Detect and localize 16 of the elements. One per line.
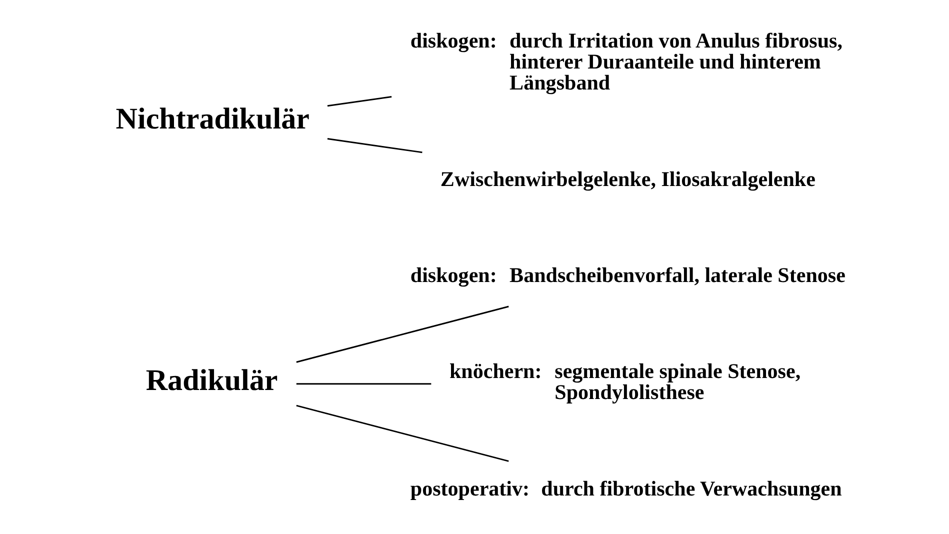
- node-text: diskogen:: [410, 28, 496, 52]
- node-text: Radikulär: [145, 362, 278, 397]
- node-label: durch Irritation von Anulus fibrosus, hinterer Duraanteile und hinterem Längsband: [509, 28, 842, 95]
- node-label: segmentale spinale Stenose, Spondylolisthese: [554, 359, 800, 404]
- connector: [326, 138, 422, 154]
- node-text: Zwischenwirbelgelenke, Iliosakralgelenke: [440, 166, 815, 191]
- connector: [296, 306, 508, 363]
- node-text: diskogen:: [410, 262, 496, 287]
- node-text: postoperativ:: [410, 476, 530, 500]
- node-label: Bandscheibenvorfall, laterale Stenose: [509, 262, 845, 287]
- node-text: knöchern:: [448, 359, 542, 384]
- node-text: Nichtradikulär: [115, 101, 309, 136]
- connector: [296, 383, 431, 385]
- connector: [296, 404, 508, 462]
- node-label: durch fibrotische Verwachsungen: [540, 476, 842, 500]
- connector: [326, 96, 392, 107]
